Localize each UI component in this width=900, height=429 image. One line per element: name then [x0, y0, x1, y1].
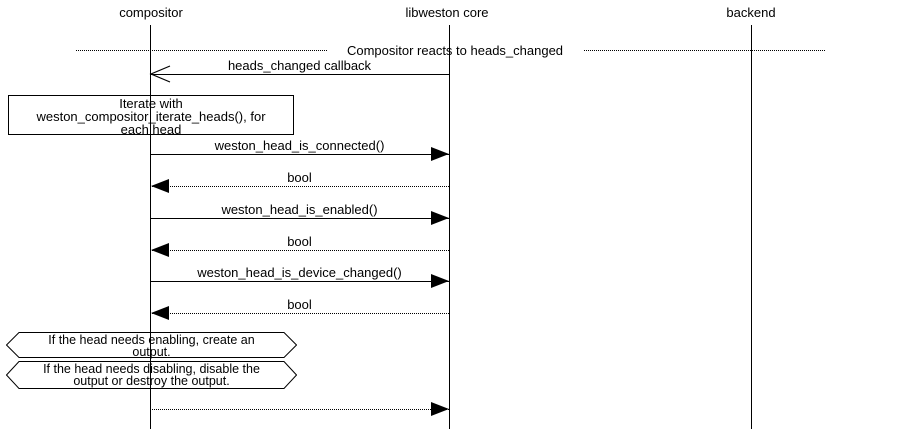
condition-line: output or destroy the output.: [73, 374, 230, 388]
message-label-bool-2: bool: [287, 234, 312, 249]
condition-line: If the head needs disabling, disable the: [43, 362, 260, 376]
filled-arrowhead-left-icon: [151, 179, 169, 193]
message-line-head-is-device-changed: [150, 281, 449, 282]
filled-arrowhead-right-icon: [431, 274, 449, 288]
message-line-bool-3: [150, 313, 449, 314]
divider-line-right: [584, 50, 825, 51]
filled-arrowhead-right-icon: [431, 211, 449, 225]
divider-label: Compositor reacts to heads_changed: [346, 43, 564, 58]
filled-arrowhead-right-icon: [431, 402, 449, 416]
condition-hexagon-outline: [6, 332, 297, 358]
message-line-bool-1: [150, 186, 449, 187]
actor-label-compositor: compositor: [119, 5, 183, 20]
actor-label-backend: backend: [726, 5, 776, 20]
message-label-head-is-enabled: weston_head_is_enabled(): [221, 202, 378, 217]
actor-label-libweston-core: libweston core: [405, 5, 489, 20]
message-line-final-return: [150, 409, 449, 410]
filled-arrowhead-right-icon: [431, 147, 449, 161]
message-line-heads-changed-callback: [150, 74, 449, 75]
message-label-head-is-device-changed: weston_head_is_device_changed(): [197, 265, 402, 280]
note-line: each head: [120, 122, 182, 137]
condition-line: output.: [132, 345, 171, 359]
filled-arrowhead-left-icon: [151, 243, 169, 257]
condition-line: If the head needs enabling, create an: [48, 333, 255, 347]
message-label-bool-1: bool: [287, 170, 312, 185]
message-label-heads-changed-callback: heads_changed callback: [227, 58, 372, 73]
lifeline-compositor: [150, 25, 151, 429]
message-line-bool-2: [150, 250, 449, 251]
lifeline-backend: [751, 25, 752, 429]
message-line-head-is-connected: [150, 154, 449, 155]
condition-hexagon-outline: [6, 361, 297, 389]
message-line-head-is-enabled: [150, 218, 449, 219]
condition-enable-output: If the head needs enabling, create an ou…: [6, 332, 297, 358]
lifeline-libweston-core: [449, 25, 450, 429]
open-arrowhead-left-icon: [149, 65, 171, 83]
message-label-head-is-connected: weston_head_is_connected(): [214, 138, 385, 153]
divider-line-left: [76, 50, 327, 51]
filled-arrowhead-left-icon: [151, 306, 169, 320]
note-line: weston_compositor_iterate_heads(), for: [36, 109, 266, 124]
note-iterate-heads: Iterate with weston_compositor_iterate_h…: [8, 95, 294, 137]
message-label-bool-3: bool: [287, 297, 312, 312]
note-line: Iterate with: [119, 96, 183, 111]
condition-disable-output: If the head needs disabling, disable the…: [6, 361, 297, 389]
